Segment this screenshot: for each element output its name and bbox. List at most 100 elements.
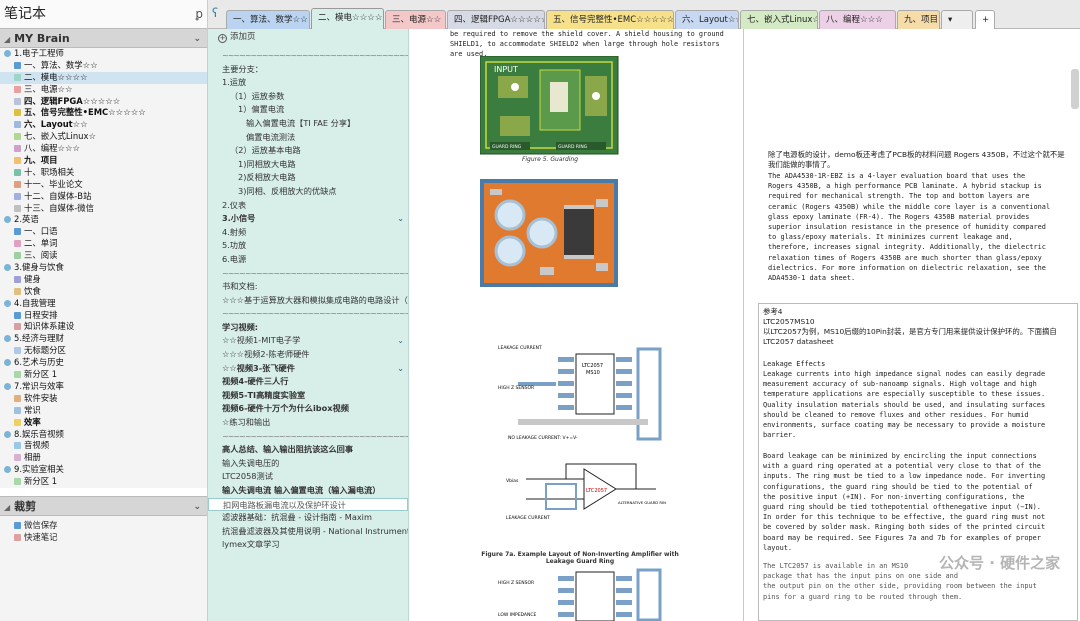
section-item[interactable]: 一、算法、数学☆☆ (0, 60, 207, 72)
page-item[interactable]: ☆练习和输出 (208, 416, 408, 430)
page-item[interactable]: 4.射频 (208, 226, 408, 240)
collapse-triangle-icon[interactable]: ◢ (4, 35, 11, 44)
section-item[interactable]: 十三、自媒体-微信 (0, 203, 207, 215)
pin-icon[interactable]: ꝑ (195, 7, 203, 21)
page-item[interactable]: ☆☆☆视频2-陈老师硬件 (208, 348, 408, 362)
page-item[interactable]: 扣网电路板漏电流以及保护环设计 (208, 497, 408, 512)
chevron-down-icon[interactable]: ⌄ (397, 336, 404, 346)
page-item[interactable]: （1）运放参数 (208, 90, 408, 104)
page-item[interactable]: 5.功放 (208, 239, 408, 253)
page-item[interactable]: 输入失调电压的 (208, 457, 408, 471)
section-item[interactable]: 十一、毕业论文 (0, 179, 207, 191)
page-item[interactable]: 1)同相放大电路 (208, 158, 408, 172)
section-item[interactable]: 快速笔记 (0, 532, 207, 544)
tab-section-1[interactable]: 一、算法、数学☆☆ (226, 10, 310, 29)
section-item[interactable]: 软件安装 (0, 393, 207, 405)
add-page-button[interactable]: +添加页 (208, 29, 408, 45)
section-item[interactable]: 一、口语 (0, 226, 207, 238)
vertical-scrollbar[interactable] (1071, 69, 1079, 109)
section-group[interactable]: 3.健身与饮食 (0, 262, 207, 274)
section-item[interactable]: 三、电源☆☆ (0, 84, 207, 96)
section-item[interactable]: 健身 (0, 274, 207, 286)
page-item[interactable]: 高人总结、输入输出阻抗该这么回事 (208, 443, 408, 457)
section-item[interactable]: 十二、自媒体-B站 (0, 191, 207, 203)
section-group[interactable]: 2.英语 (0, 214, 207, 226)
tab-section-4[interactable]: 四、逻辑FPGA☆☆☆☆☆ (447, 10, 545, 29)
section-item[interactable]: 相册 (0, 452, 207, 464)
page-item[interactable]: 3.小信号⌄ (208, 212, 408, 226)
tab-section-7[interactable]: 七、嵌入式Linux☆ (740, 10, 818, 29)
page-item[interactable]: 抗混叠滤波器及其使用说明 - National Instrument (208, 525, 408, 539)
section-item[interactable]: 九、项目 (0, 155, 207, 167)
page-item[interactable]: 主要分支： (208, 63, 408, 77)
note-canvas[interactable]: be required to remove the shield cover. … (410, 29, 1080, 621)
page-item[interactable]: lymex文章学习 (208, 538, 408, 552)
section-item[interactable]: 日程安排 (0, 310, 207, 322)
page-item[interactable]: 偏置电流测法 (208, 131, 408, 145)
page-item[interactable]: 1.运放 (208, 76, 408, 90)
section-item[interactable]: 六、Layout☆☆ (0, 119, 207, 131)
page-item[interactable]: 书和文档: (208, 280, 408, 294)
page-item[interactable]: 滤波器基础：抗混叠 - 设计指南 - Maxim (208, 511, 408, 525)
section-item[interactable]: 七、嵌入式Linux☆ (0, 131, 207, 143)
page-item[interactable]: LTC2058测试 (208, 470, 408, 484)
page-item[interactable]: 2.仪表 (208, 199, 408, 213)
page-item[interactable]: ☆☆视频3-张飞硬件⌄ (208, 362, 408, 376)
page-item[interactable]: 1）偏置电流 (208, 103, 408, 117)
section-label: 知识体系建设 (24, 321, 75, 332)
page-item[interactable]: 输入偏置电流【TI FAE 分享】 (208, 117, 408, 131)
section-item[interactable]: 八、编程☆☆☆ (0, 143, 207, 155)
page-item[interactable]: 视频4-硬件三人行 (208, 375, 408, 389)
reference-4-note-container[interactable]: 参考4 LTC2057MS10 以LTC2057为例，MS10后缀的10Pin封… (758, 303, 1078, 621)
section-item[interactable]: 二、单词 (0, 238, 207, 250)
tab-section-6[interactable]: 六、Layout☆☆ (675, 10, 739, 29)
page-item[interactable]: ☆☆☆基于运算放大器和模拟集成电路的电路设计（ (208, 294, 408, 308)
section-item[interactable]: 常识 (0, 405, 207, 417)
section-group[interactable]: 7.常识与效率 (0, 381, 207, 393)
tab-section-11[interactable]: + (975, 10, 995, 29)
tab-section-5[interactable]: 五、信号完整性•EMC☆☆☆☆☆ (546, 10, 674, 29)
chevron-down-icon[interactable]: ⌄ (193, 501, 201, 512)
page-item[interactable]: 视频6-硬件十万个为什么ibox视频 (208, 402, 408, 416)
page-item[interactable]: ☆☆视频1-MIT电子学⌄ (208, 334, 408, 348)
section-group[interactable]: 1.电子工程师 (0, 48, 207, 60)
section-item[interactable]: 新分区 1 (0, 476, 207, 488)
section-group[interactable]: 9.实验室相关 (0, 464, 207, 476)
collapse-triangle-icon[interactable]: ◢ (4, 502, 11, 512)
page-item[interactable]: 3)同相、反相放大的优缺点 (208, 185, 408, 199)
tab-section-3[interactable]: 三、电源☆☆ (385, 10, 446, 29)
page-item[interactable]: （2）运放基本电路 (208, 144, 408, 158)
section-item[interactable]: 四、逻辑FPGA☆☆☆☆☆ (0, 96, 207, 108)
section-item[interactable]: 十、职场相关 (0, 167, 207, 179)
tab-section-10[interactable]: ▾ (941, 10, 973, 29)
section-item[interactable]: 二、模电☆☆☆☆ (0, 71, 207, 84)
section-item[interactable]: 知识体系建设 (0, 321, 207, 333)
page-item[interactable]: 6.电源 (208, 253, 408, 267)
chevron-down-icon[interactable]: ⌄ (397, 214, 404, 224)
sync-icon[interactable]: ʕ (212, 6, 219, 20)
chevron-down-icon[interactable]: ▾ (948, 15, 953, 25)
section-item[interactable]: 音视频 (0, 440, 207, 452)
notebook-header-my-brain[interactable]: ◢MY Brain ⌄ (0, 28, 207, 48)
section-group[interactable]: 5.经济与理财 (0, 333, 207, 345)
chevron-down-icon[interactable]: ⌄ (193, 34, 201, 44)
notebook-header-clip[interactable]: ◢裁剪 ⌄ (0, 495, 207, 516)
page-item[interactable]: 2)反相放大电路 (208, 171, 408, 185)
tab-section-8[interactable]: 八、编程☆☆☆ (819, 10, 896, 29)
section-item[interactable]: 效率 (0, 417, 207, 429)
section-item[interactable]: 无标题分区 (0, 345, 207, 357)
tab-section-2[interactable]: 二、模电☆☆☆☆ (311, 8, 384, 30)
section-item[interactable]: 饮食 (0, 286, 207, 298)
page-item[interactable]: 视频5-TI高精度实验室 (208, 389, 408, 403)
section-item[interactable]: 微信保存 (0, 520, 207, 532)
section-item[interactable]: 新分区 1 (0, 369, 207, 381)
tab-section-9[interactable]: 九、项目 (897, 10, 940, 29)
section-group[interactable]: 6.艺术与历史 (0, 357, 207, 369)
section-item[interactable]: 三、阅读 (0, 250, 207, 262)
chevron-down-icon[interactable]: ⌄ (397, 363, 404, 373)
section-group[interactable]: 8.娱乐音视频 (0, 429, 207, 441)
section-group[interactable]: 4.自我管理 (0, 298, 207, 310)
section-item[interactable]: 五、信号完整性•EMC☆☆☆☆☆ (0, 107, 207, 119)
page-item[interactable]: 学习视频: (208, 321, 408, 335)
page-item[interactable]: 输入失调电流 输入偏置电流（输入漏电流） (208, 484, 408, 498)
